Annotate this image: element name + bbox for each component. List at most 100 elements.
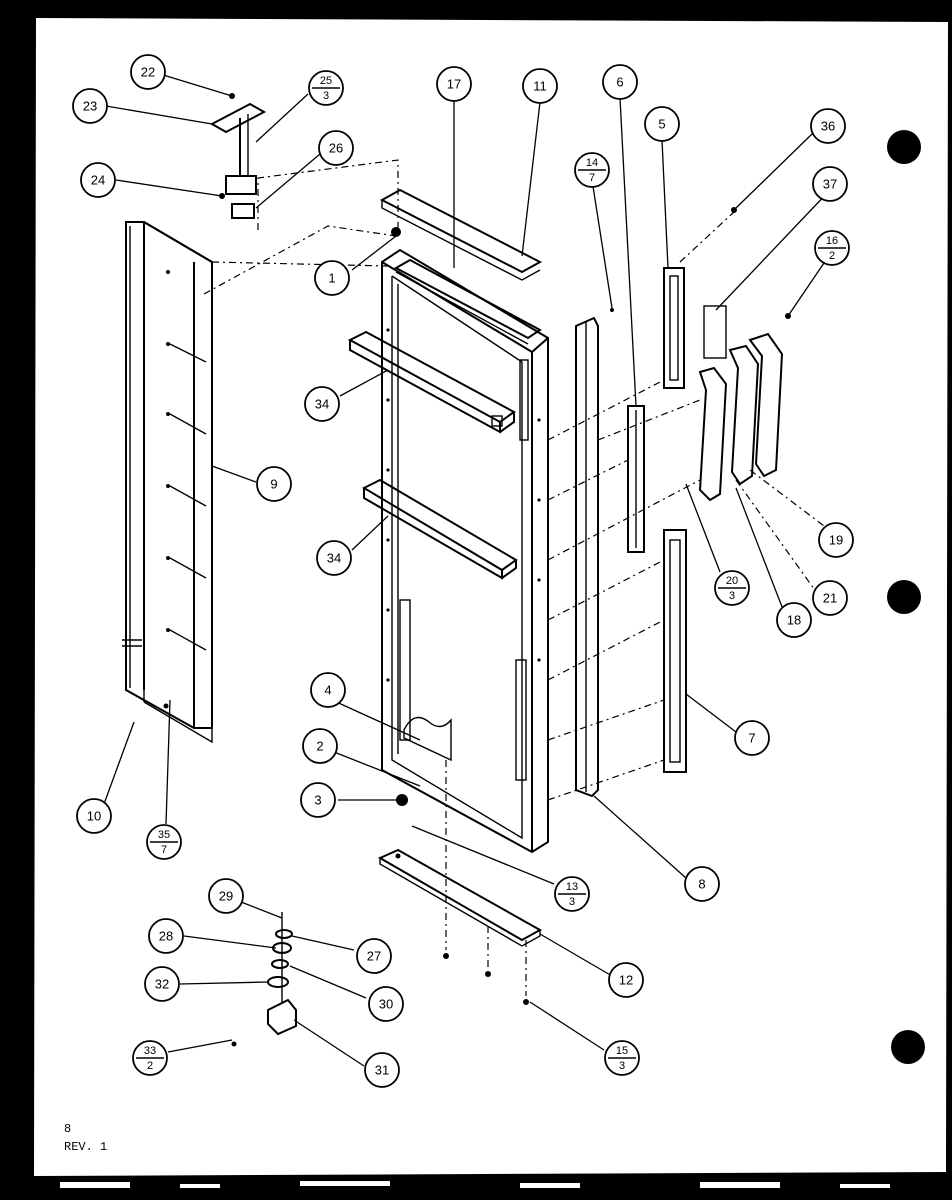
callout-denominator: 3 bbox=[729, 590, 735, 602]
callout-numerator: 35 bbox=[158, 829, 170, 841]
callout-denominator: 2 bbox=[147, 1060, 153, 1072]
callout-circle bbox=[734, 720, 770, 756]
revision-label: REV. 1 bbox=[64, 1140, 107, 1154]
callout-22: 22 bbox=[130, 54, 166, 90]
top-trim-17 bbox=[379, 188, 543, 281]
callout-circle bbox=[602, 64, 638, 100]
callout-denominator: 7 bbox=[589, 172, 595, 184]
callout-number: 6 bbox=[616, 75, 623, 90]
callout-30: 30 bbox=[368, 986, 404, 1022]
callout-34a: 34 bbox=[304, 386, 340, 422]
callout-number: 30 bbox=[379, 997, 393, 1012]
callout-18: 18 bbox=[776, 602, 812, 638]
binder-hole-middle bbox=[887, 580, 921, 614]
callout-number: 1 bbox=[328, 271, 335, 286]
callout-circle bbox=[368, 986, 404, 1022]
page-number: 8 bbox=[64, 1122, 71, 1136]
callout-35: 357 bbox=[146, 824, 182, 860]
callout-number: 12 bbox=[619, 973, 633, 988]
callout-number: 19 bbox=[829, 533, 843, 548]
callout-circle bbox=[316, 540, 352, 576]
callout-denominator: 3 bbox=[323, 90, 329, 102]
callout-circle bbox=[304, 386, 340, 422]
callout-number: 37 bbox=[823, 177, 837, 192]
leader-lines bbox=[103, 73, 831, 1067]
callout-4: 4 bbox=[310, 672, 346, 708]
callout-33: 332 bbox=[132, 1040, 168, 1076]
callout-number: 23 bbox=[83, 99, 97, 114]
callout-31: 31 bbox=[364, 1052, 400, 1088]
callout-numerator: 13 bbox=[566, 881, 578, 893]
bottom-hinge-parts bbox=[267, 912, 297, 1036]
callout-11: 11 bbox=[522, 68, 558, 104]
callout-circle bbox=[818, 522, 854, 558]
callout-number: 34 bbox=[315, 397, 329, 412]
callout-numerator: 25 bbox=[320, 75, 332, 87]
callout-number: 4 bbox=[324, 683, 331, 698]
callout-20: 203 bbox=[714, 570, 750, 606]
door-shelf-lower bbox=[361, 478, 518, 580]
callout-circle bbox=[608, 962, 644, 998]
callout-25: 253 bbox=[308, 70, 344, 106]
callout-10: 10 bbox=[76, 798, 112, 834]
callout-3: 3 bbox=[300, 782, 336, 818]
callout-circle bbox=[364, 1052, 400, 1088]
callout-circle bbox=[644, 106, 680, 142]
callout-number: 18 bbox=[787, 613, 801, 628]
callout-circle bbox=[302, 728, 338, 764]
callout-number: 3 bbox=[314, 793, 321, 808]
callout-37: 37 bbox=[812, 166, 848, 202]
callout-number: 11 bbox=[533, 79, 547, 94]
callout-circle bbox=[130, 54, 166, 90]
callout-circle bbox=[314, 260, 350, 296]
callout-circle bbox=[208, 878, 244, 914]
callout-number: 17 bbox=[447, 77, 461, 92]
callout-circle bbox=[684, 866, 720, 902]
callout-15: 153 bbox=[604, 1040, 640, 1076]
binder-hole-top bbox=[887, 130, 921, 164]
callout-number: 21 bbox=[823, 591, 837, 606]
callout-circle bbox=[812, 580, 848, 616]
callout-26: 26 bbox=[318, 130, 354, 166]
callout-28: 28 bbox=[148, 918, 184, 954]
callout-number: 36 bbox=[821, 119, 835, 134]
handle-trim-9 bbox=[122, 221, 213, 744]
callout-8: 8 bbox=[684, 866, 720, 902]
callout-23: 23 bbox=[72, 88, 108, 124]
lower-cap-7 bbox=[663, 529, 687, 773]
top-hinge-assembly bbox=[209, 93, 267, 219]
binder-hole-bottom bbox=[891, 1030, 925, 1064]
callout-numerator: 16 bbox=[826, 235, 838, 247]
callout-21: 21 bbox=[812, 580, 848, 616]
callout-32: 32 bbox=[144, 966, 180, 1002]
callout-denominator: 2 bbox=[829, 250, 835, 262]
callout-circle bbox=[812, 166, 848, 202]
callout-circle bbox=[522, 68, 558, 104]
callout-number: 10 bbox=[87, 809, 101, 824]
callout-circle bbox=[72, 88, 108, 124]
scan-edge-noise bbox=[60, 1181, 890, 1188]
callout-circle bbox=[776, 602, 812, 638]
callout-16: 162 bbox=[814, 230, 850, 266]
alignment-lines bbox=[203, 159, 841, 996]
paper bbox=[34, 18, 948, 1176]
callout-number: 27 bbox=[367, 949, 381, 964]
callout-denominator: 3 bbox=[569, 896, 575, 908]
callout-number: 22 bbox=[141, 65, 155, 80]
callout-number: 32 bbox=[155, 977, 169, 992]
callout-circle bbox=[80, 162, 116, 198]
callout-9: 9 bbox=[256, 466, 292, 502]
callout-numerator: 20 bbox=[726, 575, 738, 587]
top-gasket-11 bbox=[393, 258, 542, 441]
callout-12: 12 bbox=[608, 962, 644, 998]
callout-number: 8 bbox=[698, 877, 705, 892]
callout-numerator: 33 bbox=[144, 1045, 156, 1057]
callout-number: 28 bbox=[159, 929, 173, 944]
callout-circle bbox=[356, 938, 392, 974]
callout-number: 9 bbox=[270, 477, 277, 492]
callout-6: 6 bbox=[602, 64, 638, 100]
door-shelf-upper bbox=[347, 330, 516, 434]
